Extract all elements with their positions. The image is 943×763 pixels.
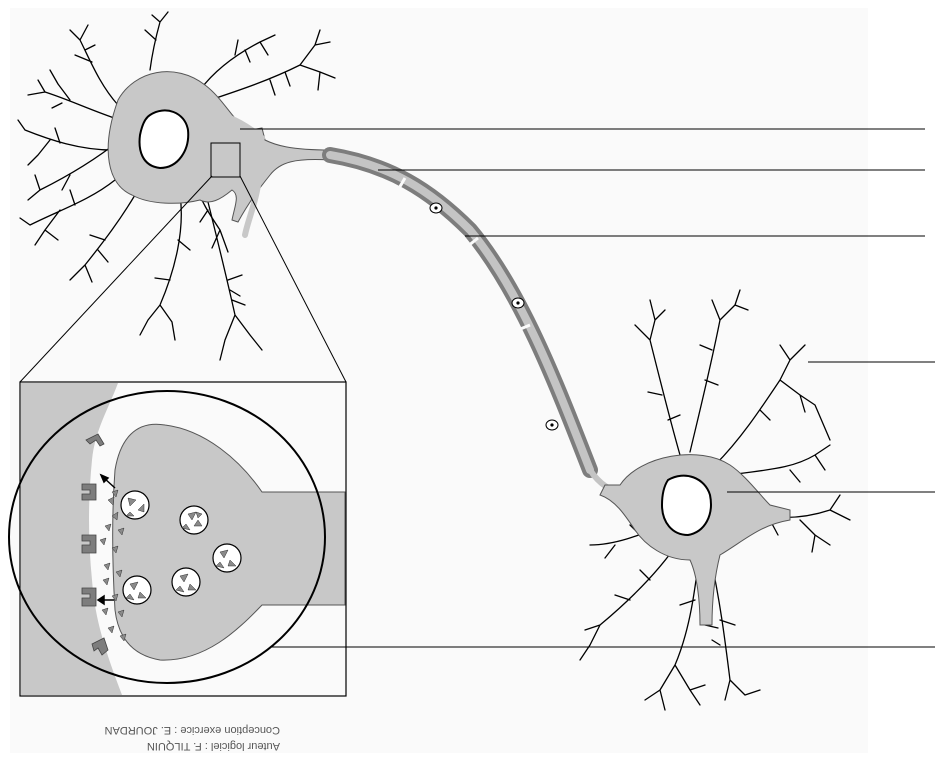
credits-text: Auteur logiciel : F. TILQUIN Conception … <box>20 702 280 754</box>
credit-author: Auteur logiciel : F. TILQUIN <box>20 738 280 754</box>
credit-conception: Conception exercice : E. JOURDAN <box>20 722 280 738</box>
synaptic-vesicle <box>180 506 208 534</box>
synaptic-vesicle <box>123 576 151 604</box>
synaptic-vesicle <box>172 568 200 596</box>
synapse-zoom-panel <box>9 382 346 696</box>
synaptic-vesicle <box>213 544 241 572</box>
neuron2-nucleus <box>662 476 711 535</box>
synaptic-vesicle <box>121 491 149 519</box>
